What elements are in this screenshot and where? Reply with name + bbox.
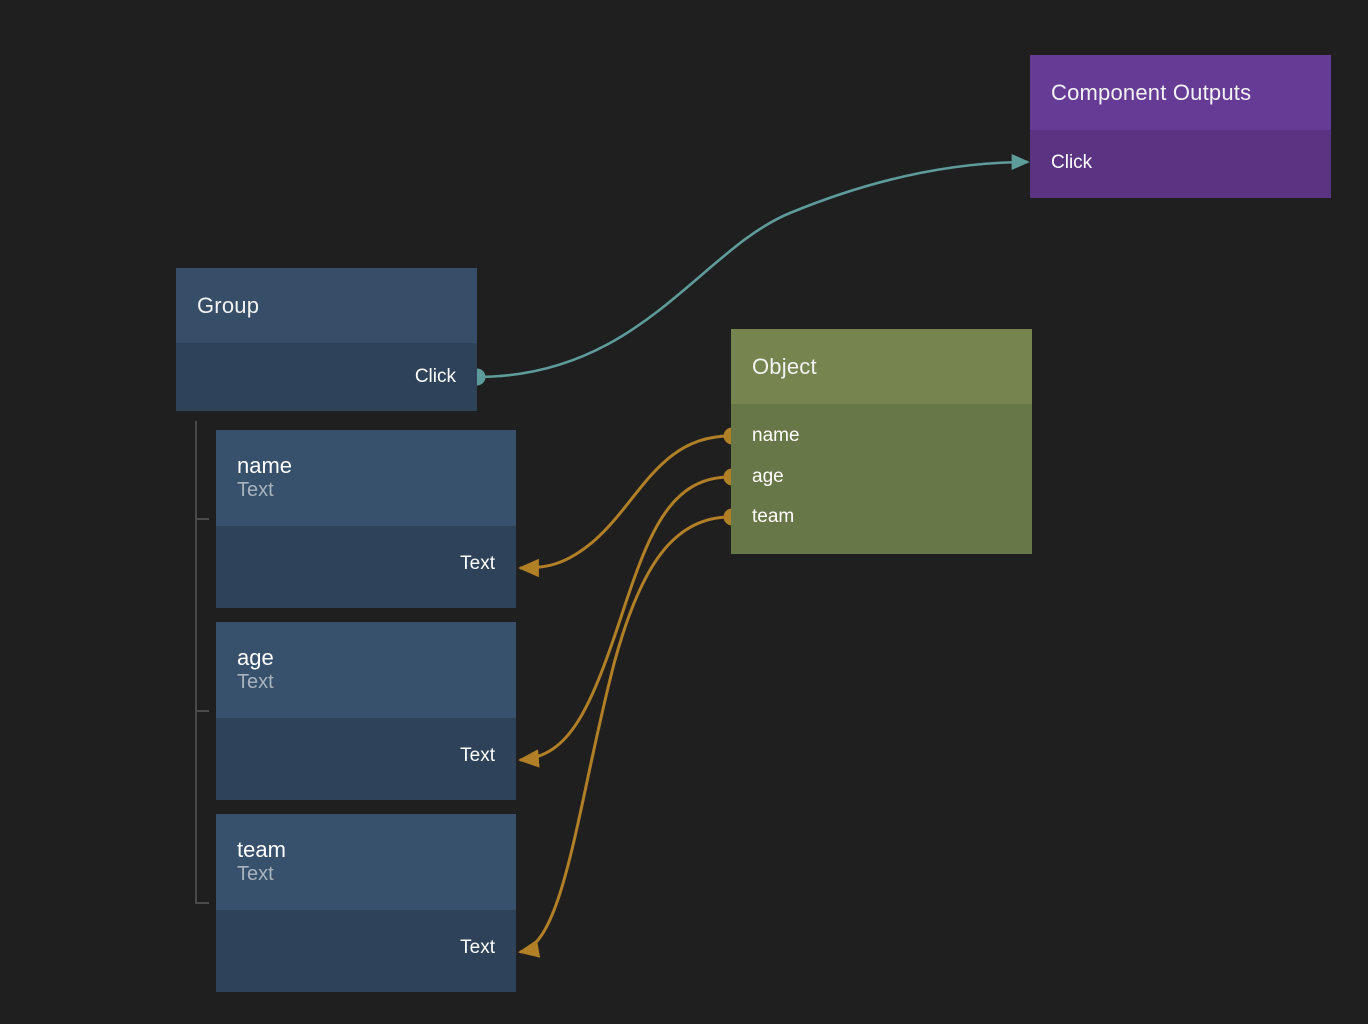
wire-object-age-to-field-age bbox=[517, 475, 731, 768]
node-field-age-output[interactable]: Text bbox=[460, 744, 495, 768]
node-group-output-click-label: Click bbox=[414, 366, 456, 387]
node-object-input-name-label: name bbox=[752, 425, 800, 446]
node-field-team[interactable]: team Text Text bbox=[216, 814, 516, 992]
node-component-outputs[interactable]: Component Outputs Click bbox=[1030, 55, 1331, 198]
node-field-name-type: Text bbox=[237, 478, 274, 501]
node-field-age-output-label: Text bbox=[460, 745, 495, 766]
node-field-name-title: name bbox=[237, 453, 293, 479]
group-tree-tick-name bbox=[195, 518, 209, 520]
node-field-name-output[interactable]: Text bbox=[460, 552, 495, 576]
wire-object-team-to-field-team bbox=[517, 515, 731, 958]
node-object-body: name age team bbox=[731, 404, 1032, 554]
node-object-input-age-label: age bbox=[752, 466, 784, 487]
node-field-age-type: Text bbox=[237, 670, 274, 693]
node-field-age-title: age bbox=[237, 645, 274, 671]
node-object-input-age[interactable]: age bbox=[752, 466, 784, 488]
node-object-input-team[interactable]: team bbox=[752, 506, 794, 528]
node-group-title: Group bbox=[197, 292, 260, 318]
node-field-age[interactable]: age Text Text bbox=[216, 622, 516, 800]
wire-object-name-to-field-name bbox=[517, 434, 731, 578]
node-field-name[interactable]: name Text Text bbox=[216, 430, 516, 608]
node-group-body: Click bbox=[176, 343, 477, 411]
node-component-outputs-header[interactable]: Component Outputs bbox=[1030, 55, 1331, 130]
group-tree-tick-team bbox=[195, 902, 209, 904]
group-tree-spine bbox=[195, 421, 197, 904]
node-object[interactable]: Object name age team bbox=[731, 329, 1032, 554]
node-object-input-name[interactable]: name bbox=[752, 425, 800, 447]
node-field-age-body: Text bbox=[216, 718, 516, 800]
node-field-age-header[interactable]: age Text bbox=[216, 622, 516, 718]
node-field-team-title: team bbox=[237, 837, 286, 863]
node-object-title: Object bbox=[752, 353, 817, 379]
node-field-team-type: Text bbox=[237, 862, 274, 885]
node-field-name-body: Text bbox=[216, 526, 516, 608]
node-component-outputs-input-click-label: Click bbox=[1051, 152, 1093, 173]
node-object-input-team-label: team bbox=[752, 506, 795, 527]
node-field-team-output-label: Text bbox=[460, 937, 495, 958]
node-field-name-output-label: Text bbox=[460, 553, 495, 574]
node-group[interactable]: Group Click bbox=[176, 268, 477, 411]
group-tree-tick-age bbox=[195, 710, 209, 712]
node-component-outputs-input-click[interactable]: Click bbox=[1051, 152, 1092, 174]
node-group-header[interactable]: Group bbox=[176, 268, 477, 343]
node-component-outputs-title: Component Outputs bbox=[1051, 79, 1252, 105]
node-field-team-header[interactable]: team Text bbox=[216, 814, 516, 910]
node-field-team-body: Text bbox=[216, 910, 516, 992]
node-field-name-header[interactable]: name Text bbox=[216, 430, 516, 526]
node-field-team-output[interactable]: Text bbox=[460, 936, 495, 960]
node-component-outputs-body: Click bbox=[1030, 130, 1331, 198]
node-group-output-click[interactable]: Click bbox=[415, 365, 456, 389]
node-object-header[interactable]: Object bbox=[731, 329, 1032, 404]
